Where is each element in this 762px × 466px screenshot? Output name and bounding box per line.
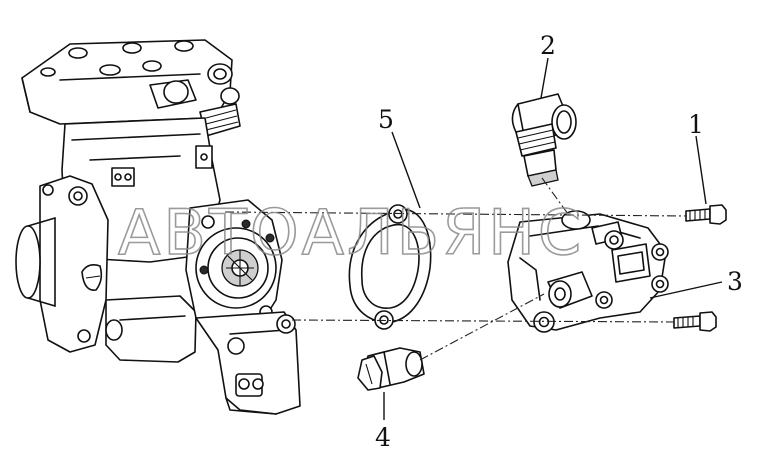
leader-3 [649,281,723,299]
bolt-upper [685,204,727,225]
leader-lines [383,57,723,420]
gasket [348,204,432,330]
plug-fitting [357,347,425,391]
callout-3: 3 [727,267,743,296]
watermark-text: АВТОАЛЬЯНС [118,196,584,269]
callout-4: 4 [375,423,391,452]
callout-1: 1 [688,110,704,139]
bolt-lower [673,311,717,332]
leader-1 [695,135,707,205]
governor-housing [507,210,669,333]
callout-5: 5 [378,105,394,134]
leader-2 [540,57,549,99]
callout-2: 2 [540,31,556,60]
compressor-assembly [15,39,301,415]
elbow-fitting [511,93,577,187]
assembly-lines [224,177,687,361]
leader-5 [391,131,421,209]
